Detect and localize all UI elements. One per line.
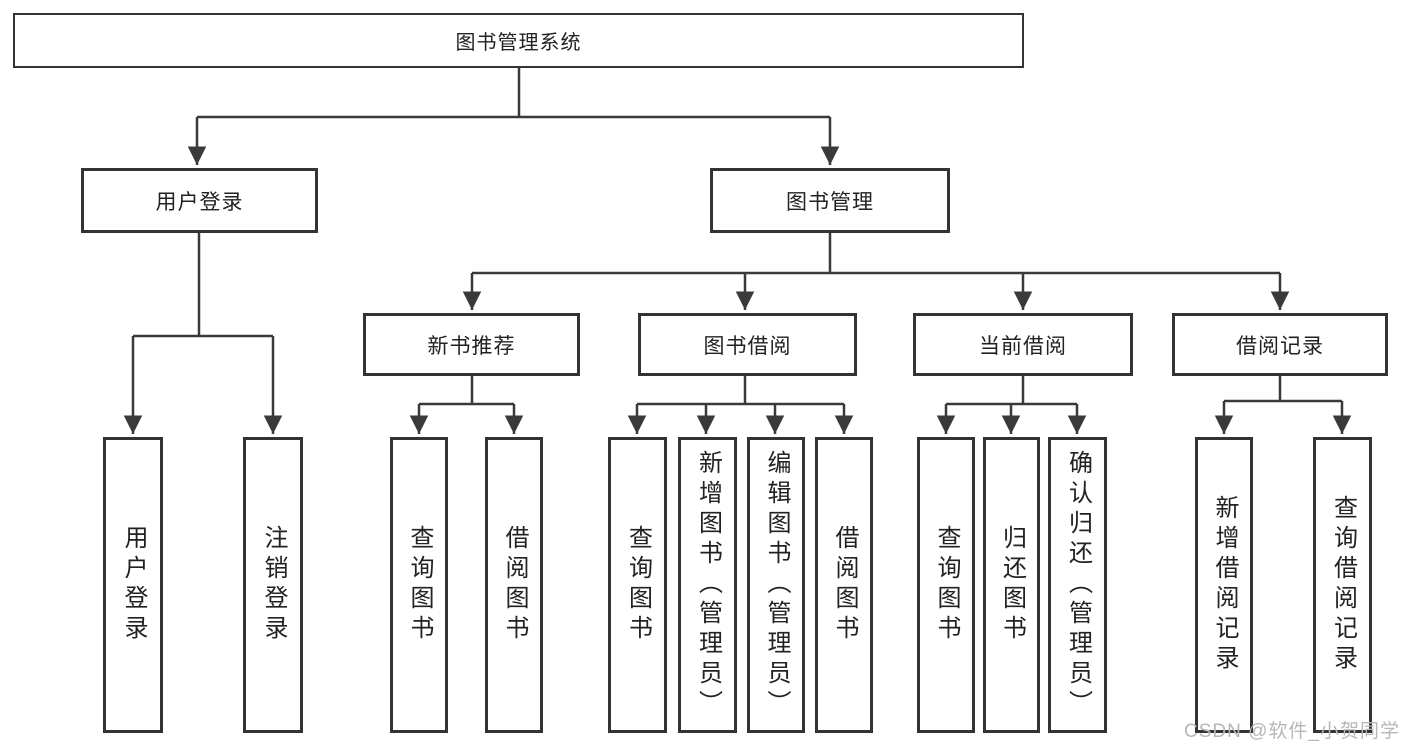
connector-new-book-recommendation-split (419, 376, 514, 406)
node-current-borrowing-label: 当前借阅 (979, 334, 1067, 358)
node-confirm-return-admin: 确认归还（管理员） (1048, 437, 1107, 733)
node-user-login-leaf: 用户登录 (103, 437, 163, 733)
node-confirm-return-admin-label: 确认归还（管理员） (1064, 450, 1092, 720)
node-query-books-2-label: 查询图书 (624, 525, 652, 645)
node-book-management: 图书管理 (710, 168, 950, 233)
node-user-login-branch-label: 用户登录 (155, 190, 244, 214)
node-logout-leaf-label: 注销登录 (260, 525, 287, 645)
node-book-management-label: 图书管理 (786, 190, 874, 214)
connector-book-management-split (472, 233, 1280, 275)
node-borrowing-records: 借阅记录 (1172, 313, 1388, 376)
node-user-login-branch: 用户登录 (81, 168, 318, 233)
node-edit-book-admin: 编辑图书（管理员） (747, 437, 805, 733)
node-add-book-admin: 新增图书（管理员） (678, 437, 737, 733)
node-user-login-leaf-label: 用户登录 (120, 525, 147, 645)
node-book-borrowing: 图书借阅 (638, 313, 857, 376)
node-query-books-2: 查询图书 (608, 437, 667, 733)
node-library-management-system: 图书管理系统 (13, 13, 1024, 68)
connector-root-to-level2 (197, 68, 830, 119)
connector-current-borrowing-split (946, 376, 1077, 406)
node-borrow-books-2: 借阅图书 (815, 437, 873, 733)
node-query-books-3: 查询图书 (917, 437, 975, 733)
node-library-management-system-label: 图书管理系统 (455, 32, 582, 54)
node-return-books: 归还图书 (983, 437, 1040, 733)
node-borrow-books-1-label: 借阅图书 (501, 525, 528, 645)
node-borrow-books-2-label: 借阅图书 (831, 525, 858, 645)
node-current-borrowing: 当前借阅 (913, 313, 1133, 376)
node-borrowing-records-label: 借阅记录 (1236, 334, 1324, 358)
node-add-borrow-record: 新增借阅记录 (1195, 437, 1253, 733)
node-book-borrowing-label: 图书借阅 (703, 334, 792, 358)
connector-borrowing-records-split (1224, 376, 1342, 403)
node-logout-leaf: 注销登录 (243, 437, 303, 733)
node-query-borrow-record: 查询借阅记录 (1313, 437, 1372, 733)
node-new-book-recommendation: 新书推荐 (363, 313, 580, 376)
node-edit-book-admin-label: 编辑图书（管理员） (763, 450, 790, 720)
node-add-borrow-record-label: 新增借阅记录 (1211, 495, 1238, 675)
node-query-books-1-label: 查询图书 (406, 525, 433, 645)
watermark: CSDN @软件_小贺同学 (1184, 721, 1400, 742)
node-return-books-label: 归还图书 (998, 525, 1026, 645)
node-query-borrow-record-label: 查询借阅记录 (1329, 495, 1357, 675)
node-add-book-admin-label: 新增图书（管理员） (694, 450, 722, 720)
node-borrow-books-1: 借阅图书 (485, 437, 543, 733)
node-query-books-3-label: 查询图书 (933, 525, 960, 645)
node-query-books-1: 查询图书 (390, 437, 448, 733)
connector-user-login-split (133, 233, 273, 338)
connector-book-borrowing-split (637, 376, 844, 406)
node-new-book-recommendation-label: 新书推荐 (427, 334, 516, 358)
